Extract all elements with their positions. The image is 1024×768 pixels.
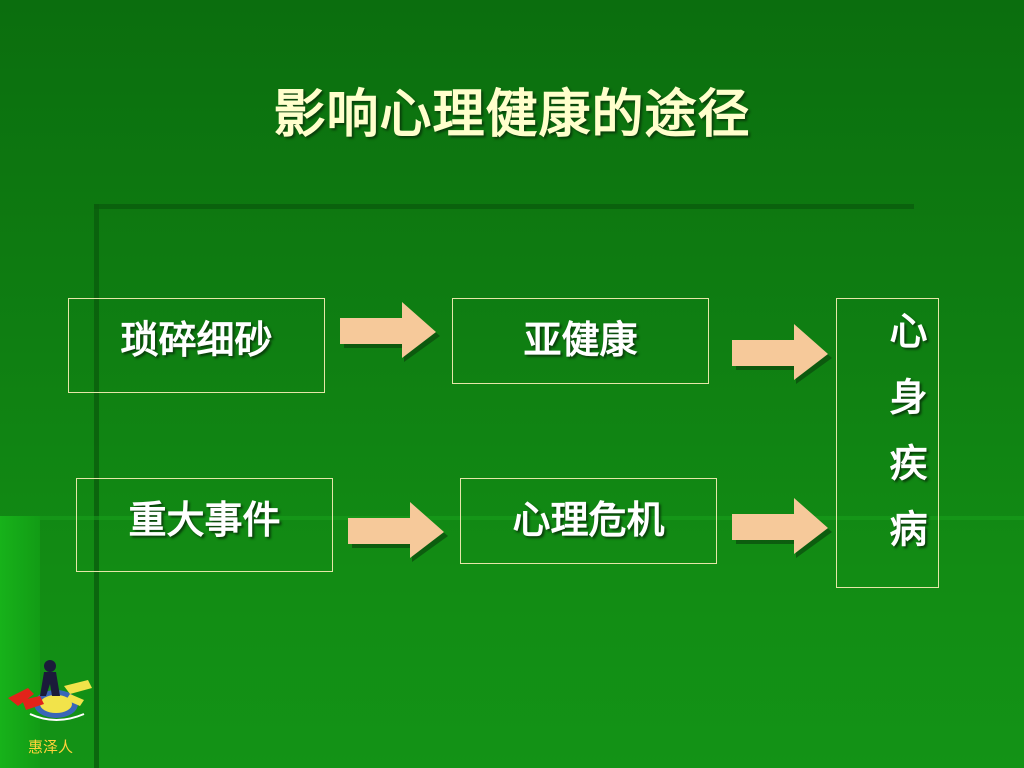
arrow-right-icon [732,324,832,384]
box-disease: 心身疾病 [836,298,939,588]
decorative-left-panel [0,516,40,768]
box-disease-label: 心身疾病 [837,311,938,575]
arrow-right-icon [348,502,448,562]
box-crisis: 心理危机 [460,478,717,564]
decorative-frame-mid [36,516,1024,520]
decorative-frame-top [94,204,914,209]
box-major-event-label: 重大事件 [128,498,281,542]
arrow-right-icon [340,302,440,362]
box-disease-text: 心身疾病 [883,311,927,575]
arrow-right-icon [732,498,832,558]
decorative-frame-left [94,204,99,768]
box-trivial: 琐碎细砂 [68,298,325,393]
box-major-event: 重大事件 [76,478,333,572]
box-subhealth: 亚健康 [452,298,709,384]
slide-title: 影响心理健康的途径 [273,85,751,145]
logo-caption: 惠泽人 [28,738,74,756]
box-subhealth-label: 亚健康 [523,318,638,362]
box-crisis-label: 心理危机 [512,498,665,542]
organization-logo-icon [8,660,92,721]
box-trivial-label: 琐碎细砂 [120,318,273,362]
